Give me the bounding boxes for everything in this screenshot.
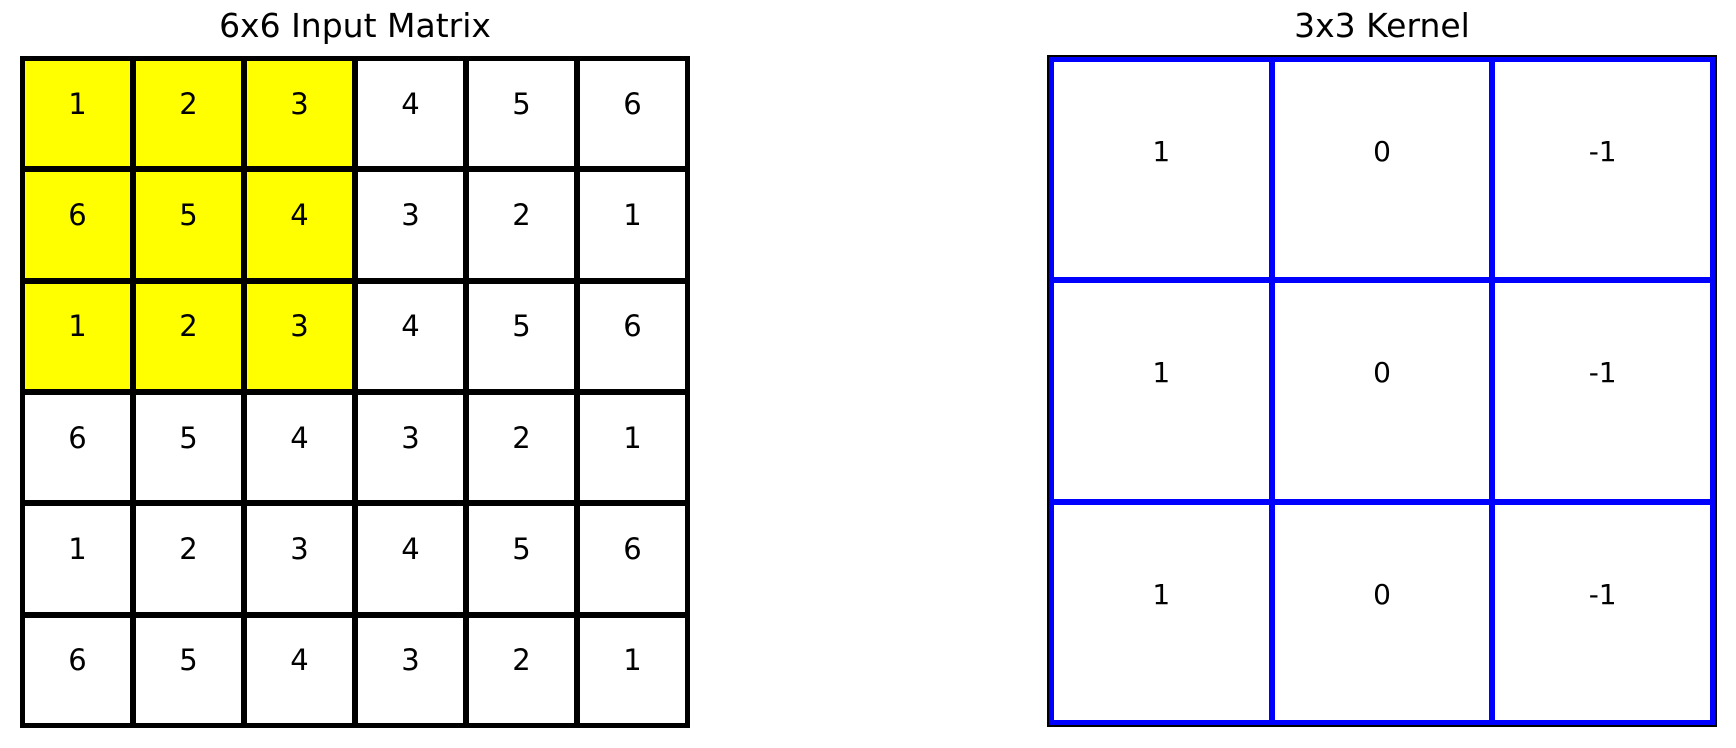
input-matrix-cell-value: 5 — [179, 197, 198, 232]
kernel-cell-value: -1 — [1588, 135, 1617, 169]
input-matrix-cell-value: 1 — [68, 531, 87, 566]
input-matrix-cell-value: 2 — [179, 86, 198, 121]
kernel-cell-value: 1 — [1152, 356, 1171, 390]
kernel-grid: 1 0 -1 1 0 -1 1 0 -1 — [1049, 57, 1715, 725]
input-matrix-cell-value: 1 — [623, 643, 642, 678]
input-matrix-cell-value: 1 — [623, 197, 642, 232]
input-matrix-cell: 1 — [577, 392, 688, 504]
kernel-cell: 0 — [1271, 280, 1493, 502]
input-matrix-cell-value: 6 — [623, 309, 642, 344]
input-matrix-cell-value: 5 — [512, 309, 531, 344]
input-matrix-cell: 3 — [355, 392, 466, 504]
kernel-cell: -1 — [1492, 280, 1713, 502]
input-matrix-cell-value: 6 — [68, 643, 87, 678]
input-matrix-cell: 4 — [244, 614, 355, 726]
input-matrix-cell-value: 1 — [623, 420, 642, 455]
input-matrix-cell: 6 — [577, 58, 688, 170]
input-matrix-cell-value: 6 — [68, 197, 87, 232]
kernel-cell: 0 — [1271, 59, 1493, 281]
kernel-cell-value: 0 — [1373, 135, 1391, 169]
kernel-cell-value: -1 — [1588, 356, 1617, 390]
input-matrix-cell-value: 6 — [68, 420, 87, 455]
input-matrix-cell-value: 4 — [290, 197, 309, 232]
input-matrix-cell: 6 — [577, 280, 688, 392]
input-matrix-cell: 6 — [577, 503, 688, 615]
input-matrix-cell: 4 — [355, 280, 466, 392]
input-matrix-cell: 5 — [133, 614, 244, 726]
input-matrix-cell-value: 3 — [401, 643, 420, 678]
input-matrix-cell: 1 — [577, 169, 688, 281]
input-matrix-cell: 3 — [244, 280, 355, 392]
kernel-cell: -1 — [1492, 59, 1713, 281]
input-matrix-cell: 5 — [133, 392, 244, 504]
input-matrix-cell-value: 3 — [290, 86, 309, 121]
input-matrix-cell-value: 3 — [290, 531, 309, 566]
input-matrix-cell-value: 4 — [401, 86, 420, 121]
input-matrix-cell: 2 — [466, 392, 577, 504]
kernel-grid-frame: 1 0 -1 1 0 -1 1 0 -1 — [1047, 55, 1717, 727]
input-matrix-cell-value: 4 — [290, 420, 309, 455]
input-matrix-cell-value: 5 — [179, 643, 198, 678]
input-matrix-cell: 5 — [466, 503, 577, 615]
input-matrix-cell: 3 — [244, 503, 355, 615]
kernel-cell: 1 — [1051, 59, 1272, 281]
kernel-cell-value: 0 — [1373, 356, 1391, 390]
input-matrix-cell-value: 2 — [512, 197, 531, 232]
kernel-cell: 1 — [1051, 280, 1272, 502]
input-matrix-cell: 2 — [466, 169, 577, 281]
input-matrix-cell-value: 6 — [623, 86, 642, 121]
input-matrix-cell: 3 — [355, 169, 466, 281]
input-matrix-cell: 2 — [133, 503, 244, 615]
input-matrix-cell-value: 4 — [290, 643, 309, 678]
input-matrix-cell-value: 3 — [401, 420, 420, 455]
input-matrix-cell-value: 2 — [512, 420, 531, 455]
input-matrix-cell-value: 4 — [401, 531, 420, 566]
input-matrix-cell-value: 1 — [68, 309, 87, 344]
input-matrix-cell-value: 3 — [290, 309, 309, 344]
input-matrix-cell: 2 — [133, 280, 244, 392]
kernel-cell: -1 — [1492, 501, 1713, 723]
input-matrix-cell: 5 — [466, 58, 577, 170]
input-matrix-cell: 6 — [22, 169, 133, 281]
kernel-cell-value: 0 — [1373, 577, 1391, 611]
input-matrix-cell-value: 5 — [179, 420, 198, 455]
input-matrix-cell: 3 — [355, 614, 466, 726]
input-matrix-cell-value: 2 — [512, 643, 531, 678]
input-matrix-cell: 1 — [22, 503, 133, 615]
input-matrix-cell-value: 6 — [623, 531, 642, 566]
input-matrix-cell: 1 — [22, 58, 133, 170]
input-matrix-cell: 3 — [244, 58, 355, 170]
input-matrix-cell: 1 — [22, 280, 133, 392]
kernel-title: 3x3 Kernel — [1294, 6, 1470, 45]
kernel-cell-value: 1 — [1152, 135, 1171, 169]
input-matrix-cell: 4 — [244, 169, 355, 281]
input-matrix-cell: 4 — [244, 392, 355, 504]
kernel-cell-value: -1 — [1588, 577, 1617, 611]
input-matrix-cell: 1 — [577, 614, 688, 726]
input-matrix-title: 6x6 Input Matrix — [219, 6, 491, 45]
input-matrix-cell: 4 — [355, 503, 466, 615]
input-matrix-grid: 1 2 3 4 5 6 6 5 4 3 2 1 1 2 3 4 5 6 6 5 4 3 2 1 1 2 3 4 5 6 6 5 4 3 2 1 — [20, 56, 690, 728]
input-matrix-cell: 2 — [133, 58, 244, 170]
input-matrix-cell: 6 — [22, 392, 133, 504]
input-matrix-cell-value: 5 — [512, 86, 531, 121]
input-matrix-cell: 6 — [22, 614, 133, 726]
kernel-cell-value: 1 — [1152, 577, 1171, 611]
kernel-cell: 1 — [1051, 501, 1272, 723]
input-matrix-cell-value: 1 — [68, 86, 87, 121]
kernel-cell: 0 — [1271, 501, 1493, 723]
input-matrix-cell: 4 — [355, 58, 466, 170]
input-matrix-cell-value: 3 — [401, 197, 420, 232]
input-matrix-cell-value: 4 — [401, 309, 420, 344]
input-matrix-cell-value: 2 — [179, 531, 198, 566]
input-matrix-cell-value: 2 — [179, 309, 198, 344]
input-matrix-cell: 2 — [466, 614, 577, 726]
input-matrix-cell: 5 — [133, 169, 244, 281]
input-matrix-cell-value: 5 — [512, 531, 531, 566]
input-matrix-cell: 5 — [466, 280, 577, 392]
